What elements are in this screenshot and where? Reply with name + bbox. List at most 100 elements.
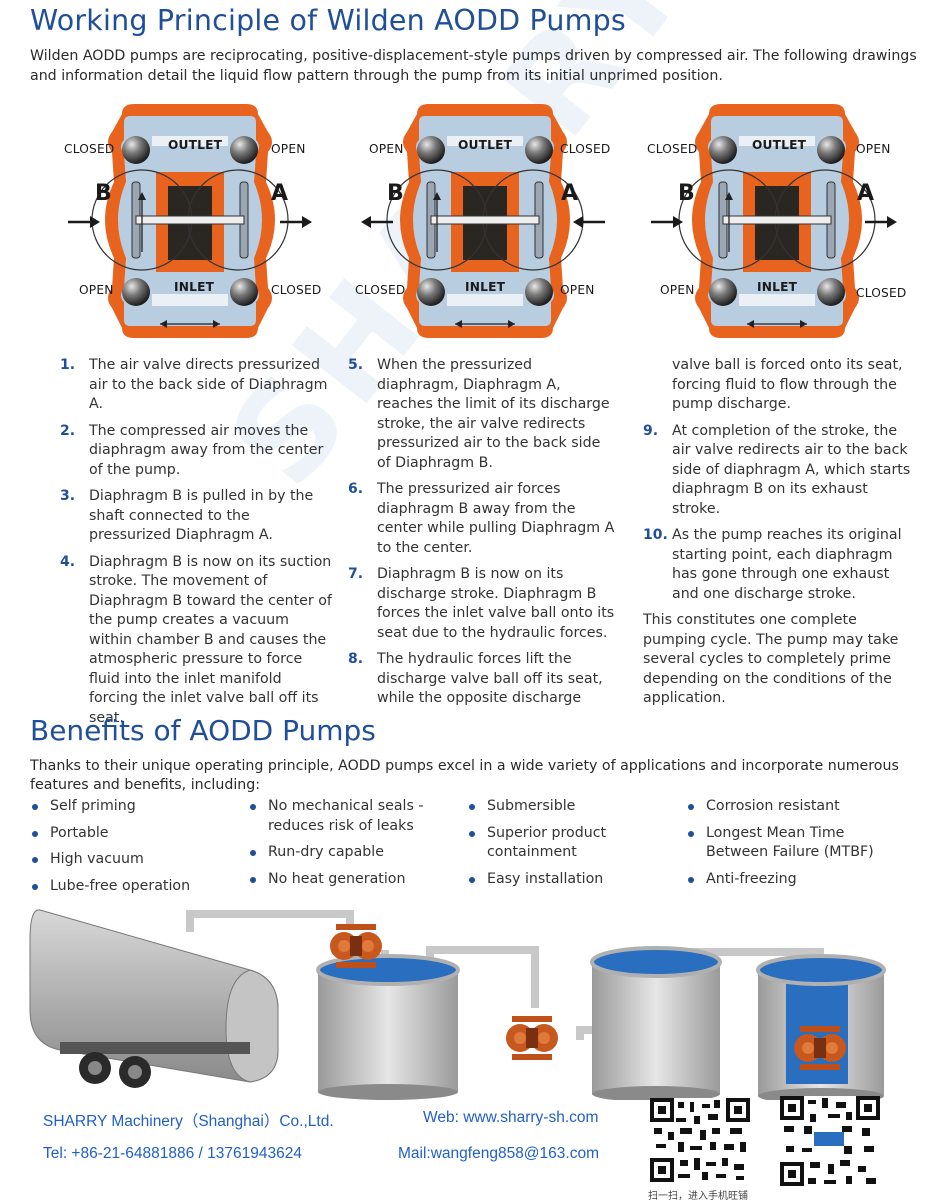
- benefit-text: High vacuum: [50, 851, 144, 867]
- telephone: Tel: +86-21-64881886 / 13761943624: [43, 1145, 302, 1162]
- storage-tank-icon: [756, 954, 886, 1100]
- benefits-column-2: No mechanical seals - reduces risk of le…: [248, 797, 448, 896]
- storage-tank-icon: [316, 954, 460, 1100]
- step-item: 3. Diaphragm B is pulled in by the shaft …: [60, 487, 332, 546]
- qr-caption: 扫一扫，进入手机旺铺: [648, 1191, 748, 1200]
- benefit-text: Submersible: [487, 798, 576, 814]
- steps-column-3: valve ball is forced onto its seat, forc…: [643, 356, 915, 709]
- label-top-right: CLOSED: [560, 142, 611, 156]
- qr-code-icon[interactable]: [780, 1096, 880, 1186]
- bullet-icon: [469, 876, 475, 883]
- label-bottom-left: OPEN: [79, 283, 114, 297]
- bullet-icon: [32, 857, 38, 863]
- benefit-item: Run-dry capable: [248, 843, 448, 863]
- label-inlet: INLET: [174, 280, 215, 294]
- pump-diagram-2: OPEN CLOSED OUTLET INLET CLOSED OPEN B A: [355, 100, 615, 345]
- bullet-icon: [32, 804, 38, 810]
- label-top-left: CLOSED: [64, 142, 115, 156]
- email-link[interactable]: Mail:wangfeng858@163.com: [398, 1145, 599, 1162]
- step-item-continued: valve ball is forced onto its seat, forc…: [643, 356, 915, 415]
- benefit-text: Corrosion resistant: [706, 798, 840, 814]
- bullet-icon: [688, 876, 694, 883]
- step-item: 8. The hydraulic forces lift the discharg…: [348, 650, 616, 709]
- step-item: 6. The pressurized air forces diaphragm B…: [348, 480, 616, 558]
- label-bottom-right: CLOSED: [271, 283, 322, 297]
- benefit-item: Portable: [30, 824, 230, 844]
- qr-code-icon[interactable]: [650, 1098, 750, 1182]
- label-side-a: A: [561, 181, 579, 206]
- steps-column-2: 5. When the pressurized diaphragm, Diaphr…: [348, 356, 616, 716]
- pump-cross-section-icon: [649, 103, 899, 339]
- pump-cross-section-icon: [359, 103, 607, 339]
- bullet-icon: [250, 876, 256, 883]
- step-text: The air valve directs pressurized air to…: [89, 357, 328, 412]
- step-text: Diaphragm B is now on its discharge stro…: [377, 566, 615, 641]
- page-title: Working Principle of Wilden AODD Pumps: [30, 4, 626, 37]
- pump-cross-section-icon: [66, 103, 314, 339]
- step-item: 7. Diaphragm B is now on its discharge st…: [348, 565, 616, 643]
- label-top-left: CLOSED: [647, 142, 698, 156]
- company-name: SHARRY Machinery（Shanghai）Co.,Ltd.: [43, 1113, 334, 1130]
- benefits-title: Benefits of AODD Pumps: [30, 714, 376, 747]
- label-bottom-left: CLOSED: [355, 283, 406, 297]
- label-side-a: A: [271, 181, 289, 206]
- benefit-item: No heat generation: [248, 870, 448, 890]
- benefit-item: Easy installation: [467, 870, 667, 890]
- benefit-item: No mechanical seals - reduces risk of le…: [248, 797, 448, 836]
- label-top-left: OPEN: [369, 142, 404, 156]
- tanker-truck-icon: [29, 909, 279, 1088]
- benefit-item: High vacuum: [30, 850, 230, 870]
- step-item: 2.The compressed air moves the diaphragm…: [60, 422, 332, 481]
- label-side-b: B: [678, 181, 695, 206]
- benefits-column-4: Corrosion resistant Longest Mean Time Be…: [686, 797, 886, 896]
- step-item: 1. The air valve directs pressurized air …: [60, 356, 332, 415]
- website-link[interactable]: Web: www.sharry-sh.com: [423, 1109, 599, 1126]
- bullet-icon: [32, 830, 38, 837]
- label-inlet: INLET: [465, 280, 506, 294]
- step-text: The compressed air moves the diaphragm a…: [89, 422, 324, 478]
- step-number: 6.: [348, 481, 364, 497]
- bullet-icon: [250, 804, 256, 810]
- step-number: 3.: [60, 488, 76, 504]
- aodd-pump-icon: [506, 1016, 558, 1060]
- step-number: 10.: [643, 527, 668, 543]
- step-number: 9.: [643, 422, 659, 439]
- benefit-text: No mechanical seals - reduces risk of le…: [268, 798, 424, 834]
- label-outlet: OUTLET: [458, 138, 513, 152]
- step-item: 4.Diaphragm B is now on its suction stro…: [60, 553, 332, 729]
- step-number: 8.: [348, 651, 364, 667]
- step-number: 1.: [60, 357, 76, 373]
- bullet-icon: [32, 883, 38, 890]
- step-item: 9. At completion of the stroke, the air v…: [643, 422, 915, 520]
- benefit-item: Corrosion resistant: [686, 797, 886, 817]
- step-text: The pressurized air forces diaphragm B a…: [377, 481, 615, 556]
- benefit-item: Self priming: [30, 797, 230, 817]
- step-text: When the pressurized diaphragm, Diaphrag…: [377, 357, 610, 471]
- label-bottom-right: OPEN: [560, 283, 595, 297]
- benefit-text: Self priming: [50, 798, 136, 814]
- intro-paragraph: Wilden AODD pumps are reciprocating, pos…: [30, 48, 917, 84]
- step-number: 5.: [348, 357, 364, 373]
- step-text: valve ball is forced onto its seat, forc…: [672, 357, 903, 412]
- step-text: Diaphragm B is pulled in by the shaft co…: [89, 488, 314, 543]
- step-text: The hydraulic forces lift the discharge …: [377, 651, 603, 706]
- conclusion-text: This constitutes one complete pumping cy…: [643, 612, 899, 706]
- step-number: 7.: [348, 566, 364, 582]
- benefit-text: No heat generation: [268, 870, 406, 887]
- step-text: At completion of the stroke, the air val…: [672, 422, 911, 517]
- benefit-item: Superior product containment: [467, 824, 667, 863]
- benefits-column-3: Submersible Superior product containment…: [467, 797, 667, 896]
- benefit-text: Portable: [50, 824, 109, 841]
- bullet-icon: [688, 804, 694, 810]
- label-outlet: OUTLET: [168, 138, 223, 152]
- label-outlet: OUTLET: [752, 138, 807, 152]
- label-top-right: OPEN: [271, 142, 306, 156]
- benefit-item: Lube-free operation: [30, 877, 230, 897]
- benefit-item: Submersible: [467, 797, 667, 817]
- benefit-text: Longest Mean Time Between Failure (MTBF): [706, 824, 874, 861]
- label-side-b: B: [95, 181, 112, 206]
- steps-column-1: 1. The air valve directs pressurized air …: [60, 356, 332, 735]
- application-illustration: [29, 909, 886, 1100]
- label-side-b: B: [387, 181, 404, 206]
- bullet-icon: [469, 830, 475, 837]
